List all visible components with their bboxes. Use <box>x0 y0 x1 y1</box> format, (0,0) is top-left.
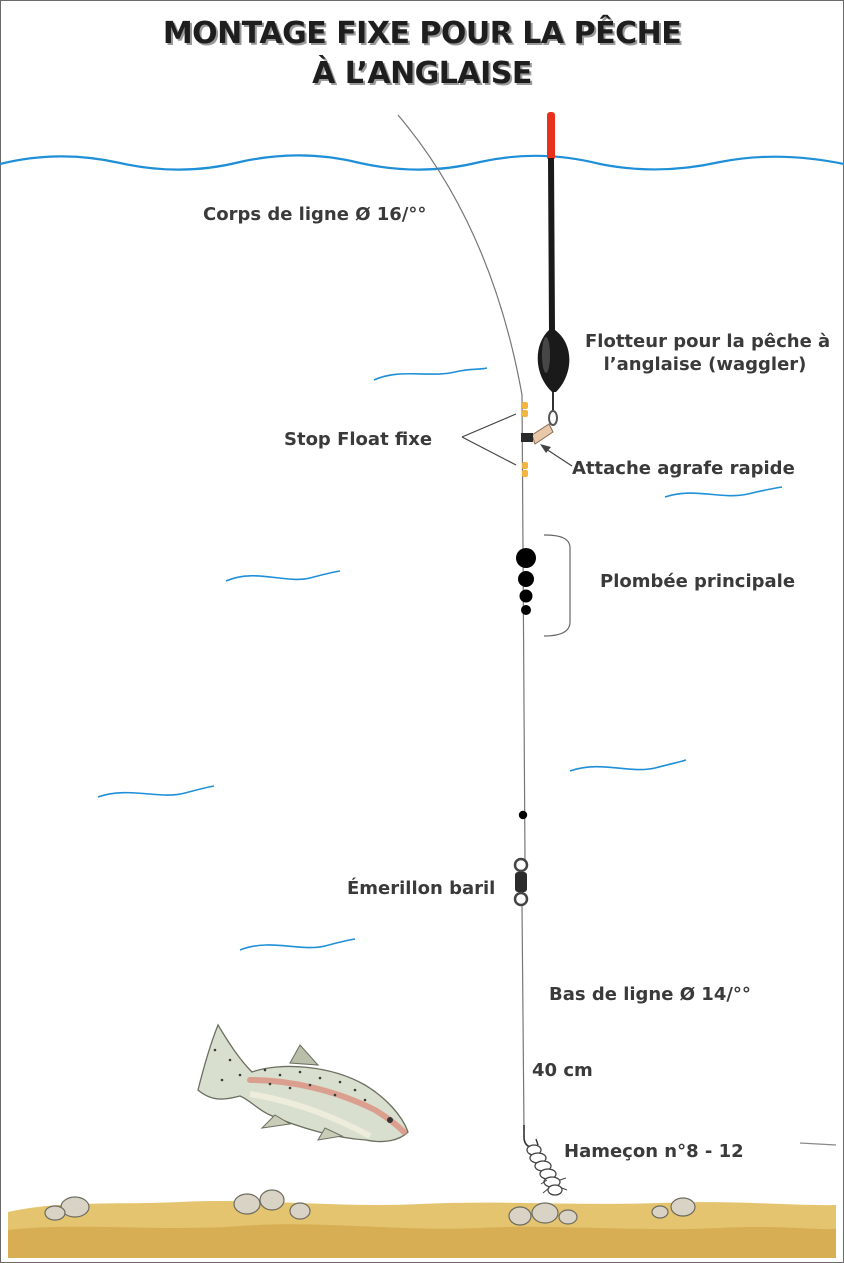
title-line-1: MONTAGE FIXE POUR LA PÊCHE <box>162 16 682 51</box>
leader-line <box>521 904 525 1131</box>
label-bas-de-ligne: Bas de ligne Ø 14/°° <box>549 984 751 1005</box>
label-longueur: 40 cm <box>532 1060 593 1081</box>
label-corps-de-ligne: Corps de ligne Ø 16/°° <box>203 204 427 225</box>
label-flotteur-line1: Flotteur pour la pêche à <box>585 331 831 352</box>
label-flotteur-line2: l’anglaise (waggler) <box>603 354 807 375</box>
label-hamecon: Hameçon n°8 - 12 <box>564 1141 744 1162</box>
main-line <box>397 114 526 861</box>
water-ripple <box>225 570 341 582</box>
barrel-swivel <box>513 857 529 907</box>
water-ripple <box>373 367 488 381</box>
title-line-2: À L’ANGLAISE <box>312 56 532 91</box>
shot-bracket <box>543 534 571 637</box>
dropper-shot <box>518 810 528 820</box>
label-flotteur: Flotteur pour la pêche à l’anglaise (wag… <box>585 330 831 376</box>
water-ripple <box>569 759 687 772</box>
hook-with-bait <box>523 1125 568 1196</box>
snap-pointer-arrow <box>540 444 573 467</box>
stop-float-upper <box>522 402 528 417</box>
label-plombee-principale: Plombée principale <box>600 571 796 592</box>
stop-float-pointer <box>461 413 517 466</box>
waggler-float <box>537 112 570 412</box>
trout-illustration <box>197 1023 409 1143</box>
snap-clip <box>521 410 558 445</box>
main-shot-group <box>516 548 536 615</box>
label-stop-float: Stop Float fixe <box>284 429 433 450</box>
label-attache-agrafe: Attache agrafe rapide <box>572 458 795 479</box>
water-surface <box>0 154 844 171</box>
water-ripple <box>239 938 356 951</box>
stop-float-lower <box>522 462 528 477</box>
riverbed <box>8 1142 837 1258</box>
water-ripple <box>97 785 215 798</box>
label-emerillon: Émerillon baril <box>347 878 496 899</box>
water-ripple <box>664 486 783 498</box>
